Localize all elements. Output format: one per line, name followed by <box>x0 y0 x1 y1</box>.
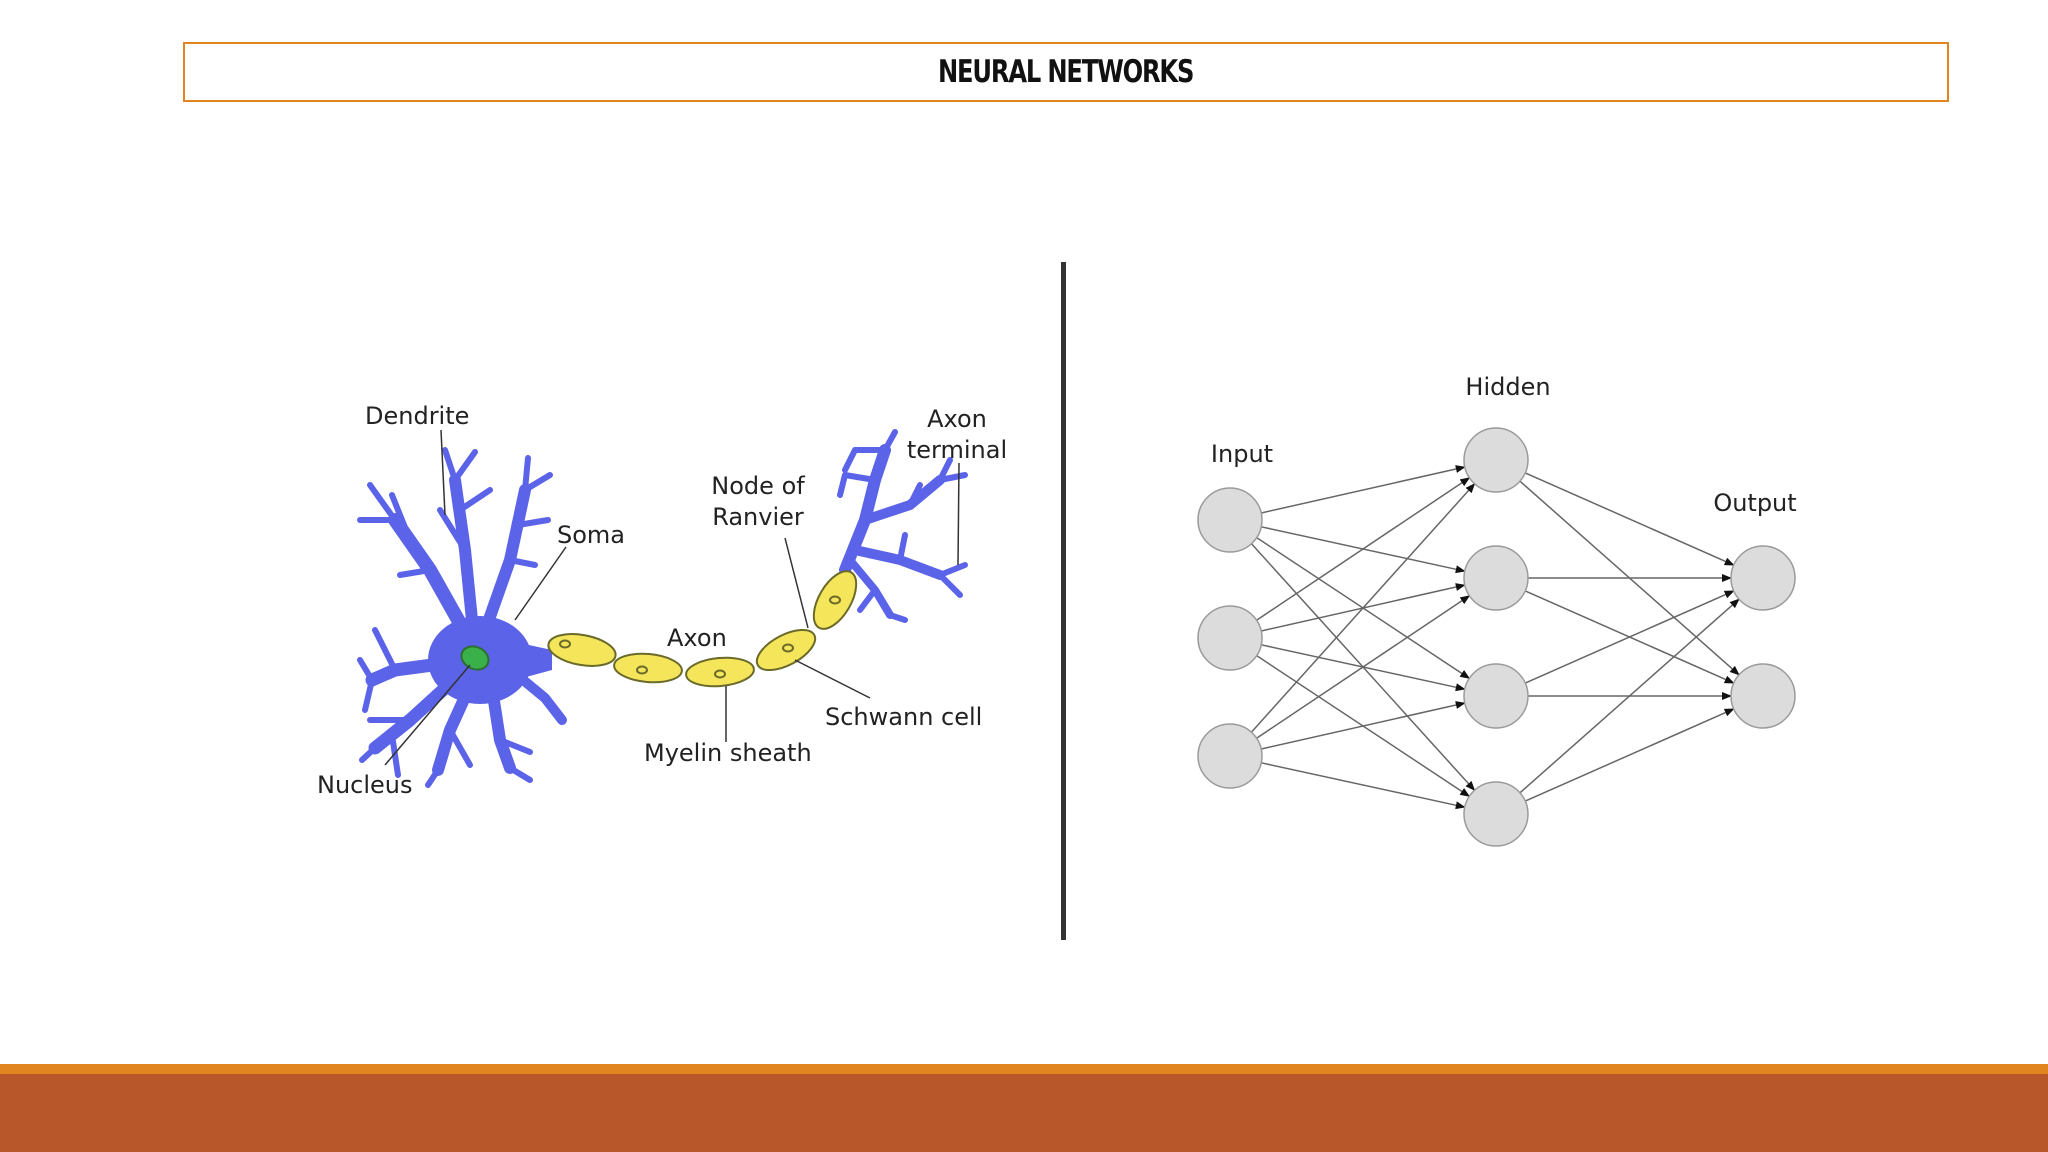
leader-soma <box>514 546 567 621</box>
terminal-branch <box>897 532 968 598</box>
network-diagram: Input Hidden Output <box>1160 350 1820 860</box>
network-edge <box>1524 472 1735 566</box>
label-dendrite: Dendrite <box>365 402 469 430</box>
output-node <box>1730 545 1796 611</box>
footer-bar <box>0 1074 2048 1152</box>
title-box: NEURAL NETWORKS <box>183 42 1949 102</box>
leader-node <box>784 537 809 629</box>
nucleus-shape <box>460 645 490 671</box>
dendrite-branch <box>359 717 413 778</box>
network-svg: Input Hidden Output <box>1197 373 1797 847</box>
network-edge <box>1256 477 1471 621</box>
label-node-of: Node of <box>711 472 805 500</box>
axon-hillock <box>515 642 552 680</box>
axon-terminal <box>837 429 968 623</box>
dendrite-branch <box>357 627 398 713</box>
slide-title: NEURAL NETWORKS <box>938 54 1194 90</box>
network-edge <box>1524 590 1735 684</box>
network-edge <box>1250 483 1476 733</box>
input-node <box>1197 723 1263 789</box>
myelin-segment <box>755 628 817 672</box>
label-soma: Soma <box>557 521 625 549</box>
label-schwann-cell: Schwann cell <box>825 703 982 731</box>
myelin-segment <box>613 652 683 684</box>
terminal-branch <box>837 429 898 498</box>
schwann-nucleus <box>559 639 571 649</box>
leader-terminal <box>957 462 960 566</box>
network-edge <box>1524 708 1735 802</box>
label-axon-terminal-2: terminal <box>907 436 1007 464</box>
network-edge <box>1519 598 1740 794</box>
footer-stripe <box>0 1064 2048 1074</box>
myelin-segment <box>685 656 755 688</box>
network-edge <box>1256 595 1471 739</box>
myelin-chain <box>547 570 858 688</box>
layer-label-hidden: Hidden <box>1465 373 1550 401</box>
dendrite-branch <box>437 447 493 553</box>
layer-label-output: Output <box>1713 489 1796 517</box>
schwann-nucleus <box>636 665 648 675</box>
dendrite-tree <box>357 447 567 788</box>
leader-lines <box>384 429 960 766</box>
label-ranvier: Ranvier <box>712 503 804 531</box>
dendrite-branch <box>425 727 473 788</box>
network-edges <box>1250 465 1740 810</box>
label-axon: Axon <box>667 624 727 652</box>
terminal-branch <box>850 545 945 580</box>
terminal-branch <box>857 587 908 623</box>
network-edge <box>1261 701 1466 750</box>
input-node <box>1197 605 1263 671</box>
hidden-node <box>1463 427 1529 493</box>
network-edge <box>1261 465 1466 514</box>
leader-nucleus <box>384 664 471 766</box>
schwann-nucleus <box>782 643 794 653</box>
leader-schwann <box>794 659 871 699</box>
schwann-nuclei <box>559 595 841 679</box>
myelin-segment <box>812 570 858 630</box>
label-myelin-sheath: Myelin sheath <box>644 739 812 767</box>
neuron-svg: Dendrite Soma Nucleus Axon Node of Ranvi… <box>317 402 1007 799</box>
hidden-node <box>1463 781 1529 847</box>
schwann-nucleus <box>829 595 841 605</box>
center-divider <box>1061 262 1066 940</box>
hidden-node <box>1463 663 1529 729</box>
neuron-diagram: Dendrite Soma Nucleus Axon Node of Ranvi… <box>300 380 1040 820</box>
terminal-branch <box>907 457 968 508</box>
hidden-node <box>1463 545 1529 611</box>
dendrite-branch <box>357 482 433 578</box>
dendrite-branch <box>497 737 533 783</box>
network-nodes <box>1197 427 1796 847</box>
layer-label-input: Input <box>1211 440 1273 468</box>
network-edge <box>1261 762 1466 810</box>
leader-dendrite <box>440 429 446 516</box>
input-node <box>1197 487 1263 553</box>
label-nucleus: Nucleus <box>317 771 413 799</box>
label-axon-terminal-1: Axon <box>927 405 987 433</box>
dendrite-branch <box>507 455 553 568</box>
myelin-segment <box>547 633 617 667</box>
output-node <box>1730 663 1796 729</box>
schwann-nucleus <box>714 669 726 679</box>
